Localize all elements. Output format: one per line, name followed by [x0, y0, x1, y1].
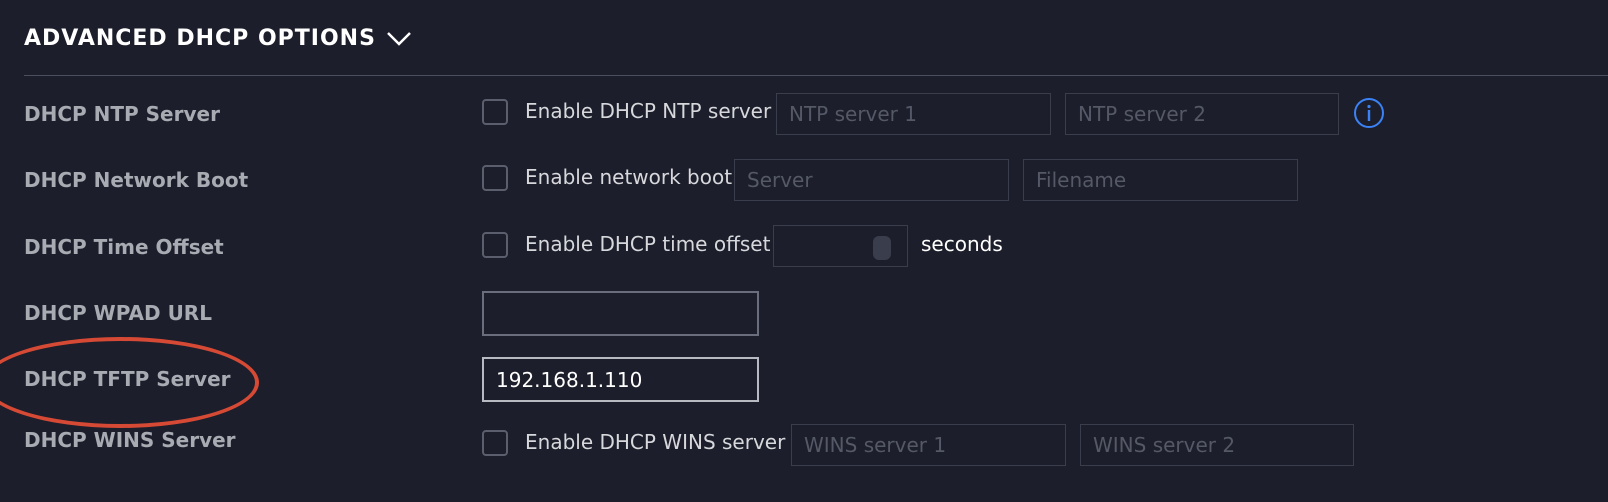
time-offset-label: DHCP Time Offset	[24, 235, 224, 259]
network-boot-checkbox-label[interactable]: Enable network boot	[525, 165, 733, 189]
info-icon[interactable]	[1353, 97, 1385, 129]
network-boot-checkbox[interactable]	[482, 165, 508, 191]
time-offset-unit: seconds	[921, 232, 1003, 256]
section-header[interactable]: ADVANCED DHCP OPTIONS	[24, 26, 412, 51]
wins-server-checkbox[interactable]	[482, 430, 508, 456]
tftp-server-label: DHCP TFTP Server	[24, 367, 231, 391]
boot-server-input[interactable]	[734, 159, 1009, 201]
wpad-url-label: DHCP WPAD URL	[24, 301, 212, 325]
ntp-server-checkbox-label[interactable]: Enable DHCP NTP server	[525, 99, 772, 123]
time-offset-spinner[interactable]	[873, 236, 891, 260]
section-title: ADVANCED DHCP OPTIONS	[24, 26, 376, 51]
time-offset-checkbox-label[interactable]: Enable DHCP time offset	[525, 232, 771, 256]
time-offset-checkbox[interactable]	[482, 232, 508, 258]
ntp-server-checkbox[interactable]	[482, 99, 508, 125]
ntp-server-label: DHCP NTP Server	[24, 102, 220, 126]
wins-server-checkbox-label[interactable]: Enable DHCP WINS server	[525, 430, 786, 454]
time-offset-input[interactable]	[773, 225, 908, 267]
ntp-server-1-input[interactable]	[776, 93, 1051, 135]
wins-server-label: DHCP WINS Server	[24, 428, 236, 452]
tftp-server-input[interactable]	[482, 357, 759, 402]
boot-filename-input[interactable]	[1023, 159, 1298, 201]
wpad-url-input[interactable]	[482, 291, 759, 336]
chevron-down-icon[interactable]	[386, 30, 412, 48]
ntp-server-2-input[interactable]	[1065, 93, 1339, 135]
section-divider	[24, 75, 1608, 76]
network-boot-label: DHCP Network Boot	[24, 168, 249, 192]
wins-server-2-input[interactable]	[1080, 424, 1354, 466]
wins-server-1-input[interactable]	[791, 424, 1066, 466]
